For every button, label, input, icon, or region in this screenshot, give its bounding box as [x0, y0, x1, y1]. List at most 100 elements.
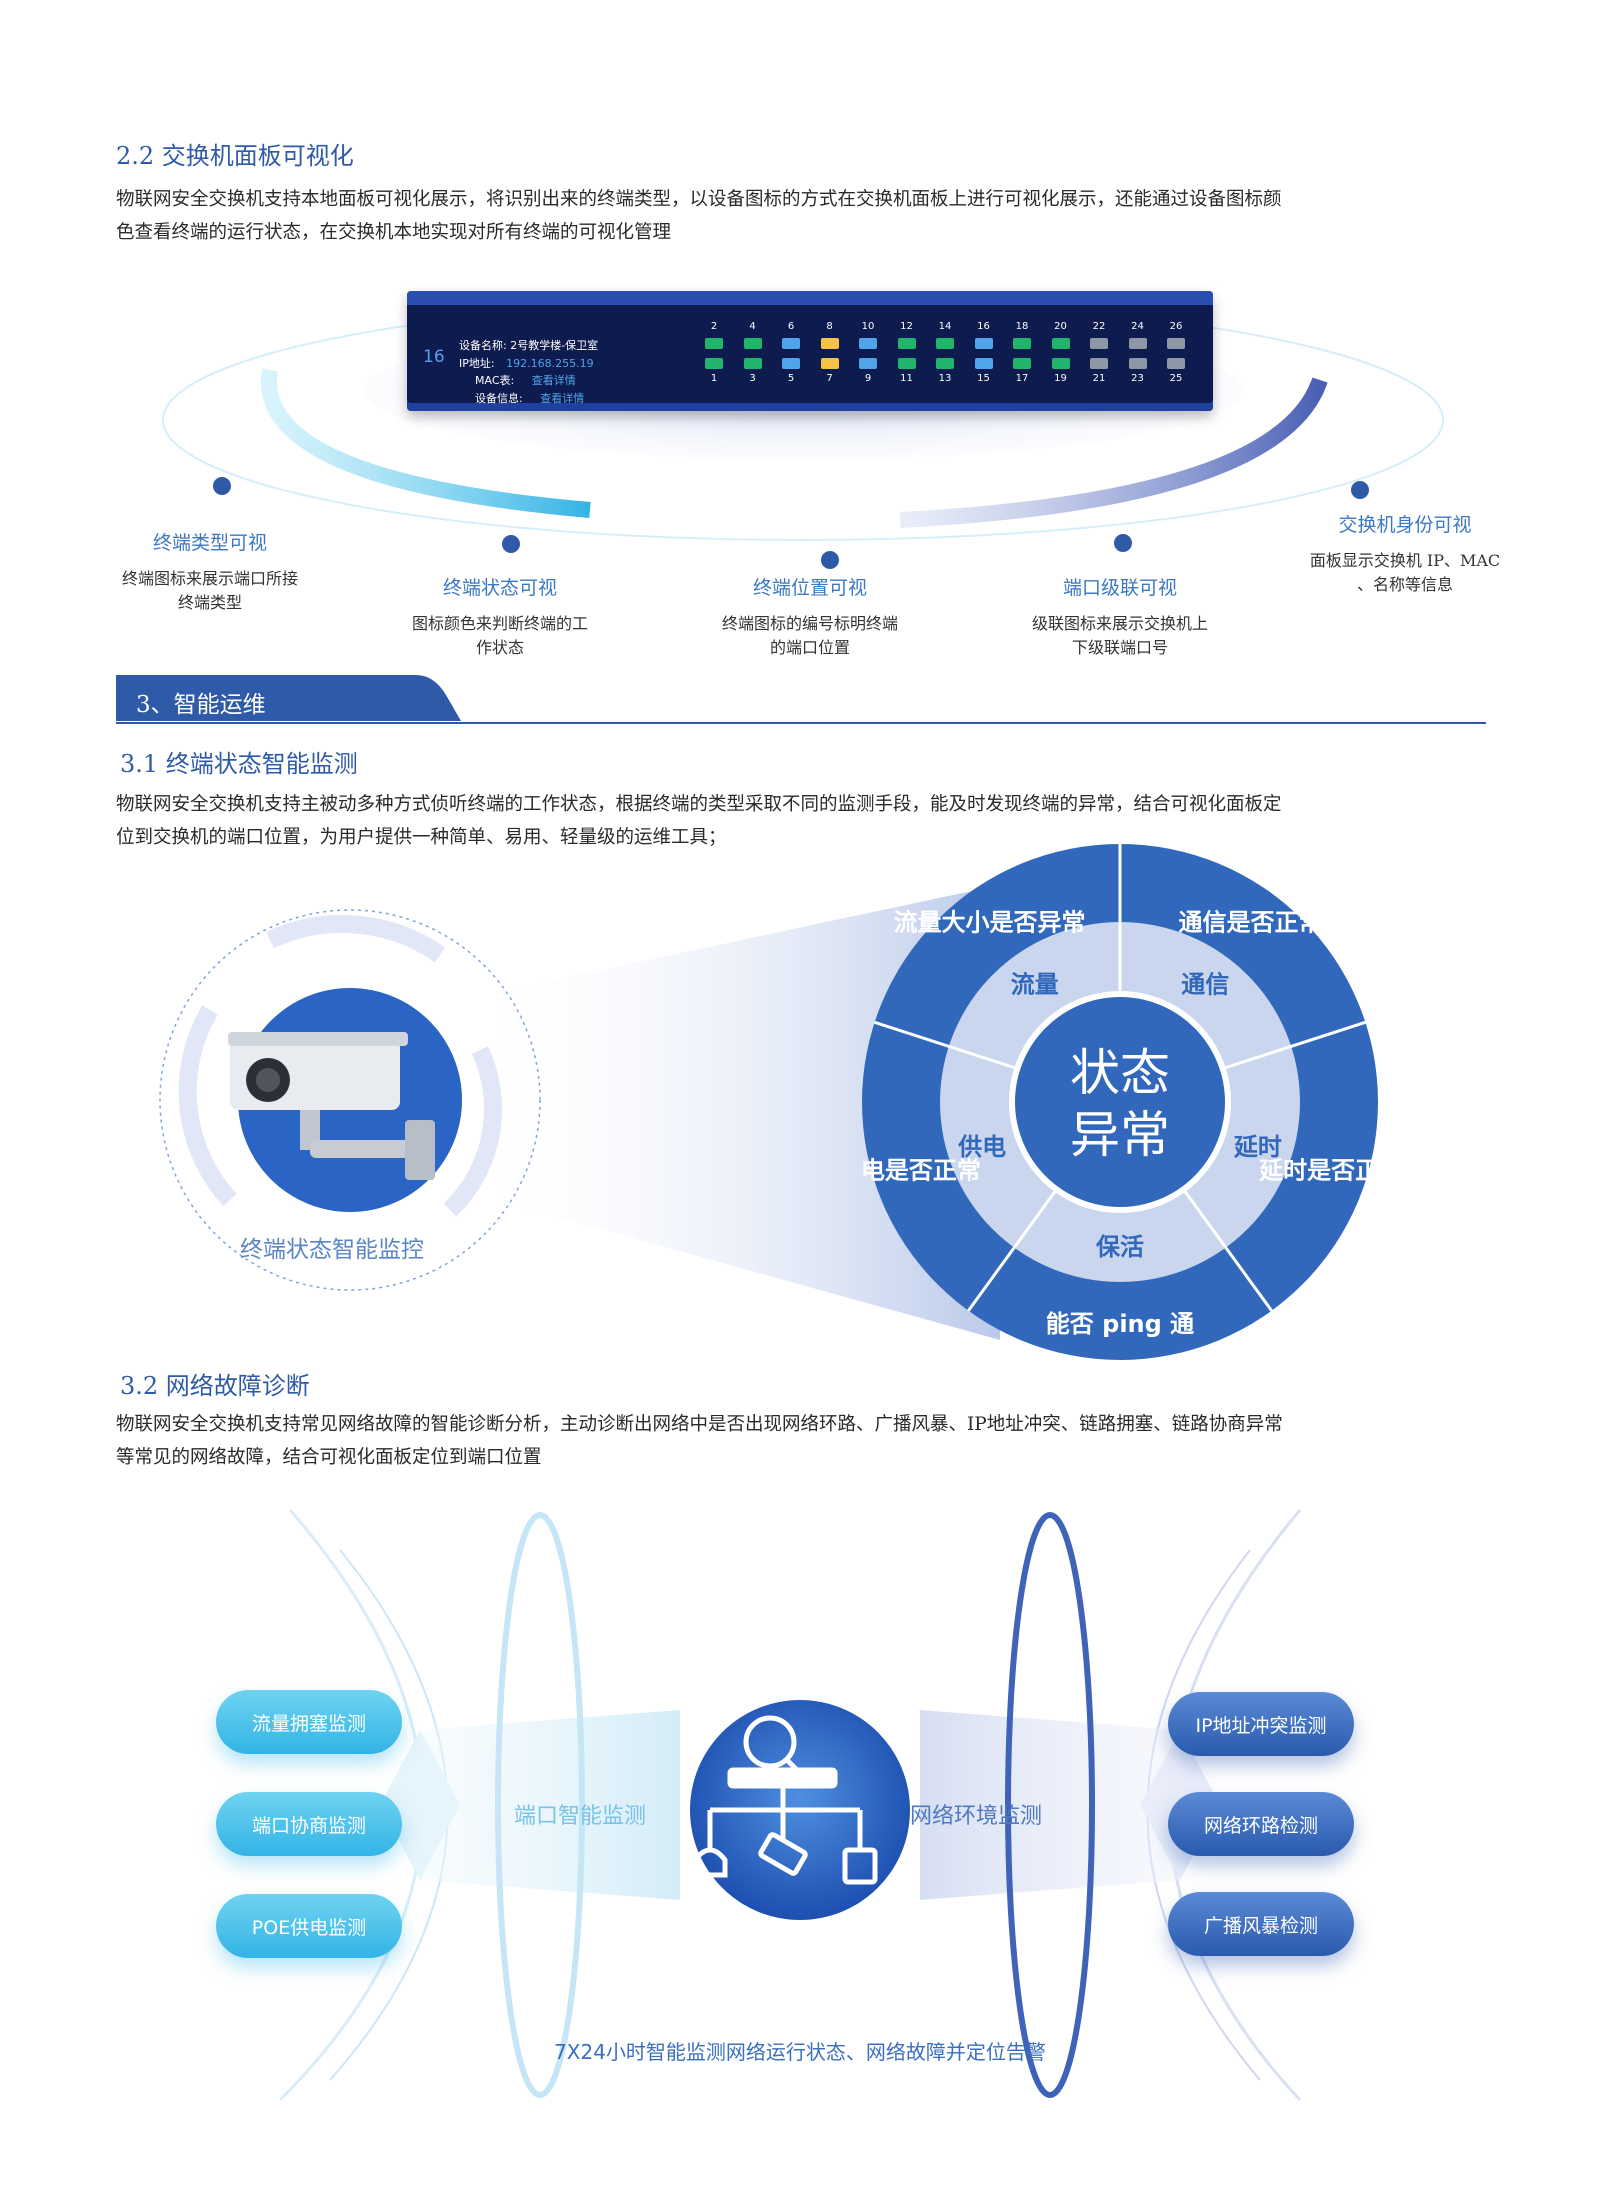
- paragraph-line: 物联网安全交换机支持常见网络故障的智能诊断分析，主动诊断出网络中是否出现网络环路…: [116, 1414, 1283, 1435]
- feature-title: 终端状态可视: [442, 577, 557, 599]
- feature-desc: 图标颜色来判断终端的工 作状态: [380, 612, 620, 660]
- feature-terminal-type: 终端类型可视 终端图标来展示端口所接 终端类型: [90, 528, 330, 615]
- port-device-icon[interactable]: [859, 358, 877, 369]
- section-tab-shape: [116, 675, 1486, 724]
- port-device-icon[interactable]: [1051, 338, 1070, 349]
- wheel-center-line: 异常: [1070, 1106, 1170, 1164]
- feature-desc-line: 、名称等信息: [1356, 575, 1453, 594]
- paragraph-line: 位到交换机的端口位置，为用户提供一种简单、易用、轻量级的运维工具；: [116, 827, 727, 848]
- switch-panel: 16 设备名称: 2号教学楼-保卫室 IP地址: 192.168.255.19 …: [407, 291, 1213, 411]
- section-3-1-paragraph: 物联网安全交换机支持主被动多种方式侦听终端的工作状态，根据终端的类型采取不同的监…: [116, 788, 1536, 854]
- port-number: 23: [1131, 373, 1144, 384]
- paragraph-line: 物联网安全交换机支持本地面板可视化展示，将识别出来的终端类型，以设备图标的方式在…: [116, 189, 1282, 210]
- feature-desc-line: 终端类型: [177, 593, 242, 612]
- port-device-icon[interactable]: [782, 338, 800, 349]
- panel-port-count: 16: [423, 347, 445, 367]
- wheel-center: [1009, 991, 1231, 1213]
- wheel-inner-label: 延时: [1233, 1133, 1282, 1161]
- port-device-icon[interactable]: [897, 338, 916, 349]
- feature-desc-line: 面板显示交换机 IP、MAC: [1309, 551, 1501, 570]
- wheel-inner-label: 流量: [1011, 971, 1059, 999]
- feature-title: 终端位置可视: [752, 577, 867, 599]
- section-heading-3-1: 3.1 终端状态智能监测: [120, 750, 358, 778]
- panel-top-bezel: [407, 291, 1213, 305]
- panel-info-block: 设备名称: 2号教学楼-保卫室 IP地址: 192.168.255.19 MAC…: [459, 337, 598, 407]
- port-device-icon[interactable]: [1051, 358, 1070, 369]
- wheel-divider: [874, 1020, 1018, 1071]
- feature-desc: 终端图标的编号标明终端 的端口位置: [690, 612, 930, 660]
- pill-broadcast-storm: 广播风暴检测: [1168, 1892, 1354, 1956]
- port-device-icon[interactable]: [974, 358, 993, 369]
- port-number: 26: [1169, 321, 1183, 332]
- device-name-value: 2号教学楼-保卫室: [510, 339, 599, 352]
- wheel-outer-label: 供电是否正常: [860, 1157, 981, 1185]
- port-device-icon[interactable]: [705, 338, 723, 349]
- port-device-icon[interactable]: [820, 358, 839, 369]
- feature-desc-line: 终端图标的编号标明终端: [721, 614, 898, 633]
- feature-dot: [1114, 534, 1132, 552]
- wheel-outer-label: 通信是否正常: [1178, 908, 1322, 936]
- port-number: 22: [1092, 321, 1106, 332]
- diagnosis-graphic: [278, 1509, 1302, 2102]
- section-3-header: 3、智能运维: [116, 675, 1486, 727]
- feature-title: 端口级联可视: [1062, 577, 1177, 599]
- wheel-inner-label: 通信: [1181, 971, 1229, 999]
- port-number: 25: [1169, 373, 1183, 384]
- wheel-outer-label: 流量大小是否异常: [894, 908, 1086, 936]
- port-device-icon[interactable]: [1128, 338, 1147, 349]
- port-number: 24: [1131, 321, 1144, 332]
- beam-graphic: [460, 885, 1000, 1340]
- port-number: 19: [1054, 373, 1067, 384]
- port-number: 10: [861, 321, 875, 332]
- bottom-caption: 7X24小时智能监测网络运行状态、网络故障并定位告警: [554, 2040, 1046, 2064]
- info-label: 设备信息:: [475, 391, 523, 405]
- port-device-icon[interactable]: [743, 358, 762, 369]
- port-number: 7: [826, 373, 833, 384]
- pill-ip-conflict: IP地址冲突监测: [1168, 1692, 1354, 1756]
- mac-detail-link[interactable]: 查看详情: [531, 374, 576, 387]
- port-number: 13: [938, 373, 952, 384]
- port-device-icon[interactable]: [1013, 338, 1031, 349]
- ip-label: IP地址:: [459, 356, 495, 370]
- port-device-icon[interactable]: [1090, 338, 1108, 349]
- port-device-icon[interactable]: [743, 338, 762, 349]
- port-device-icon[interactable]: [974, 338, 993, 349]
- feature-title: 终端类型可视: [152, 532, 267, 554]
- feature-desc-line: 图标颜色来判断终端的工: [411, 614, 588, 633]
- port-device-icon[interactable]: [1090, 358, 1108, 369]
- pill-network-loop: 网络环路检测: [1168, 1792, 1354, 1856]
- wheel-inner-label: 供电: [957, 1133, 1006, 1161]
- feature-desc-line: 作状态: [475, 638, 524, 657]
- paragraph-line: 等常见的网络故障，结合可视化面板定位到端口位置: [116, 1447, 542, 1468]
- feature-dot: [821, 551, 839, 569]
- port-device-icon[interactable]: [936, 358, 954, 369]
- port-device-icon[interactable]: [1167, 338, 1185, 349]
- wheel-divider: [1222, 1020, 1366, 1071]
- section-tab-label: 3、智能运维: [136, 692, 266, 718]
- port-device-icon[interactable]: [1167, 358, 1185, 369]
- security-camera-icon: [228, 1032, 435, 1180]
- port-device-icon[interactable]: [1128, 358, 1147, 369]
- port-device-icon[interactable]: [705, 358, 723, 369]
- port-device-icon[interactable]: [936, 338, 954, 349]
- port-device-icon[interactable]: [820, 338, 839, 349]
- info-detail-link[interactable]: 查看详情: [540, 391, 585, 405]
- port-number: 5: [787, 373, 795, 384]
- port-number: 18: [1015, 321, 1029, 332]
- port-device-icon[interactable]: [782, 358, 800, 369]
- port-number: 8: [826, 321, 833, 332]
- feature-desc: 面板显示交换机 IP、MAC 、名称等信息: [1285, 549, 1525, 597]
- device-name-label: 设备名称:: [459, 339, 507, 352]
- port-device-icon[interactable]: [859, 338, 877, 349]
- feature-desc: 终端图标来展示端口所接 终端类型: [90, 567, 330, 615]
- port-device-icon[interactable]: [1013, 358, 1031, 369]
- port-device-icon[interactable]: [897, 358, 916, 369]
- mac-label: MAC表:: [475, 374, 515, 387]
- paragraph-line: 色查看终端的运行状态，在交换机本地实现对所有终端的可视化管理: [116, 222, 672, 243]
- wheel-divider: [967, 1188, 1058, 1312]
- camera-illustration: [159, 909, 541, 1291]
- network-diagnosis-icon: [692, 1715, 878, 1885]
- port-number: 2: [710, 321, 718, 332]
- feature-desc-line: 的端口位置: [769, 638, 850, 657]
- port-number: 20: [1054, 321, 1067, 332]
